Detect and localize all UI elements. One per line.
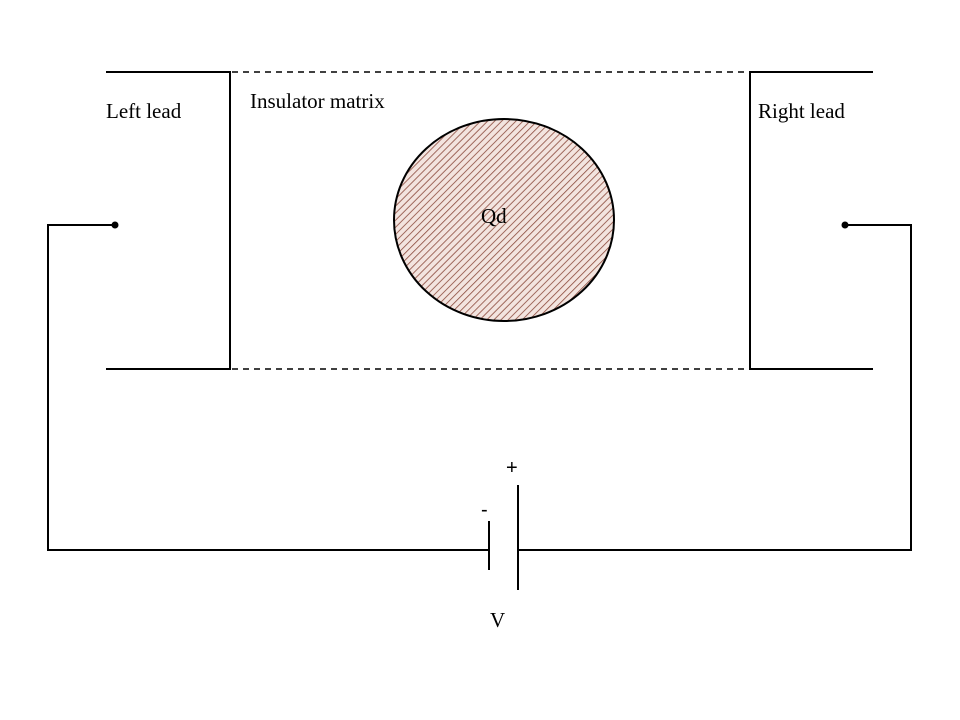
quantum-dot-label: Qd — [481, 204, 507, 228]
battery-plus-sign: + — [506, 457, 518, 479]
right-circuit-wire — [518, 224, 912, 551]
right-lead-label: Right lead — [758, 99, 845, 123]
voltage-label: V — [490, 608, 505, 632]
quantum-dot — [393, 118, 615, 322]
left-lead — [106, 71, 231, 370]
left-lead-outline — [106, 71, 231, 370]
battery-symbol — [488, 485, 519, 590]
insulator-matrix-label: Insulator matrix — [250, 89, 385, 113]
right-lead-outline — [749, 71, 873, 370]
battery-minus-sign: - — [481, 499, 488, 521]
left-lead-label: Left lead — [106, 99, 182, 123]
left-circuit-wire — [47, 224, 489, 551]
right-lead — [749, 71, 873, 370]
